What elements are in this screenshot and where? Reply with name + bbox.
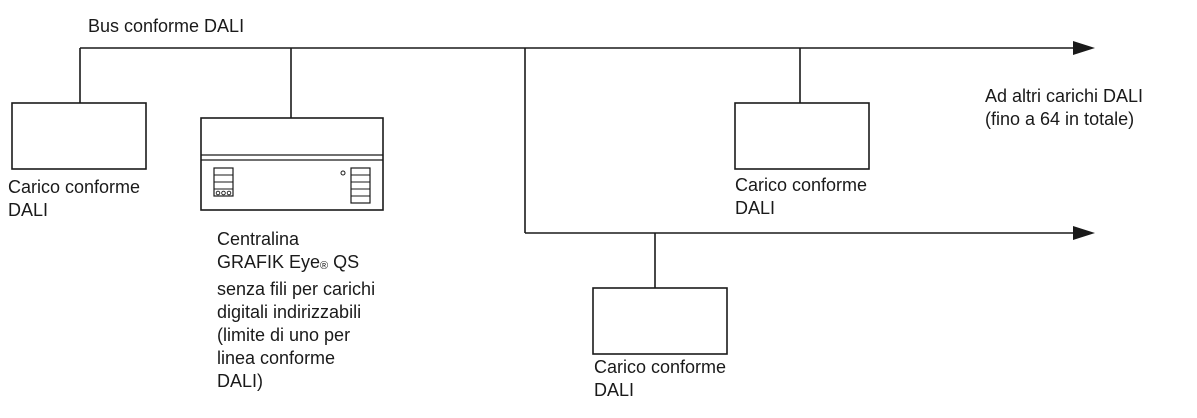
branch-arrowhead: [1073, 226, 1095, 240]
bus-label: Bus conforme DALI: [88, 15, 244, 38]
controller-label-line1: Centralina: [217, 229, 300, 249]
grafik-eye-controller-icon: [200, 117, 384, 211]
load-label-1-line1: Carico conforme: [8, 177, 141, 197]
controller-label: Centralina GRAFIK Eye® QS senza fili per…: [217, 228, 375, 393]
more-loads-line2: (fino a 64 in totale): [985, 109, 1135, 129]
controller-label-line2: GRAFIK Eye® QS: [217, 251, 375, 278]
load-label-2-line2: DALI: [735, 198, 776, 218]
main-bus-arrowhead: [1073, 41, 1095, 55]
load-box-3: [592, 287, 728, 355]
controller-label-line4: digitali indirizzabili: [217, 302, 362, 322]
load-label-3-line2: DALI: [594, 380, 635, 400]
load-label-1: Carico conforme DALI: [8, 176, 140, 222]
registered-mark: ®: [320, 260, 329, 272]
load-label-3-line1: Carico conforme: [594, 357, 727, 377]
load-label-1-line2: DALI: [8, 200, 49, 220]
load-box-1: [11, 102, 147, 170]
controller-label-line6: linea conforme: [217, 348, 336, 368]
controller-label-line3: senza fili per carichi: [217, 279, 376, 299]
controller-label-line2-b: QS: [328, 252, 360, 272]
load-box-2: [734, 102, 870, 170]
more-loads-label: Ad altri carichi DALI (fino a 64 in tota…: [985, 85, 1143, 131]
load-label-2: Carico conforme DALI: [735, 174, 867, 220]
load-label-3: Carico conforme DALI: [594, 356, 726, 402]
load-label-2-line1: Carico conforme: [735, 175, 868, 195]
controller-label-line2-a: GRAFIK Eye: [217, 252, 321, 272]
more-loads-line1: Ad altri carichi DALI: [985, 86, 1144, 106]
controller-label-line7: DALI): [217, 371, 264, 391]
controller-label-line5: (limite di uno per: [217, 325, 351, 345]
bus-label-text: Bus conforme DALI: [88, 16, 245, 36]
